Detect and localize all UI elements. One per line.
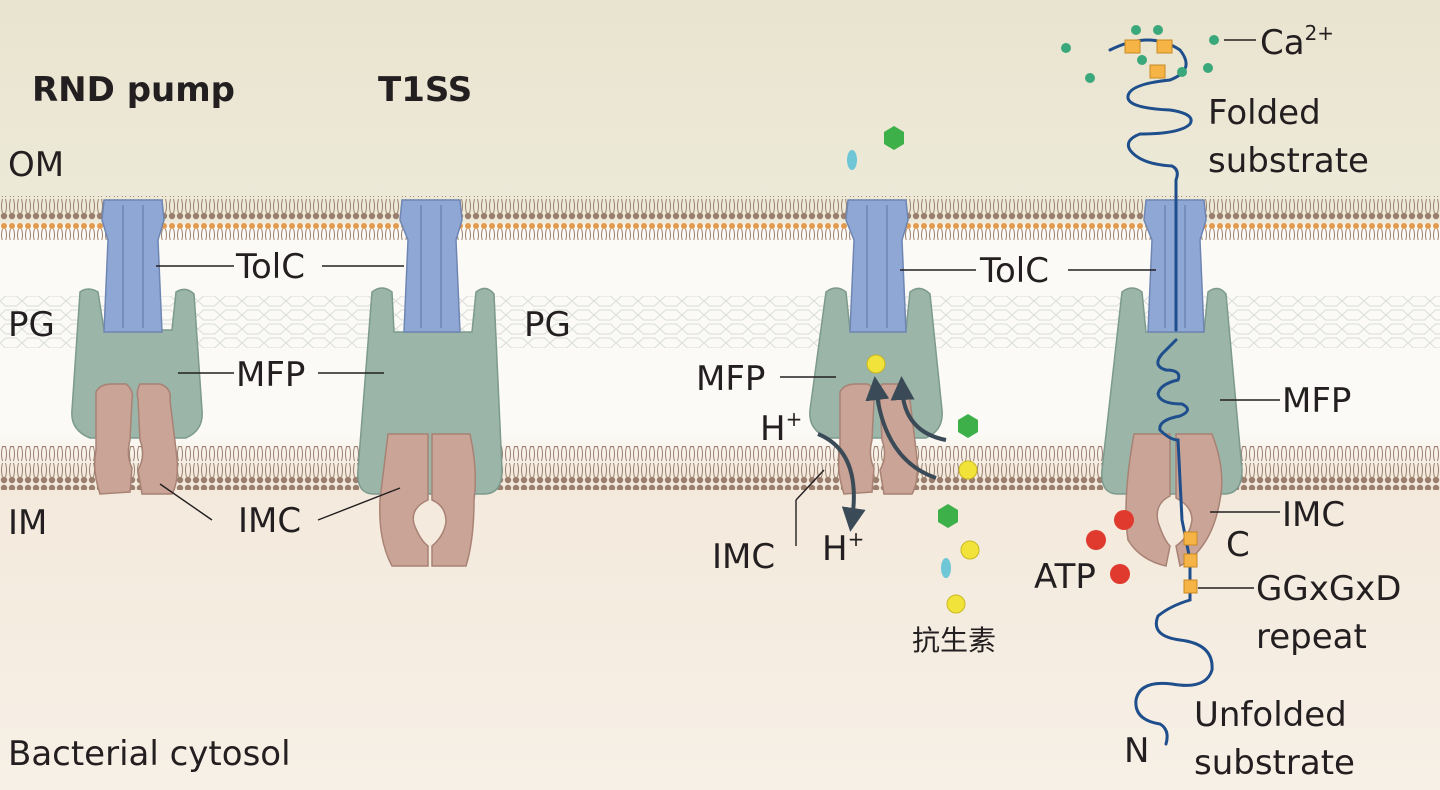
rnd-pump-complex [71,199,203,495]
antibiotic-label: 抗生素 [912,624,996,657]
imc-label-t1ss: IMC [1282,495,1345,535]
t1ss-title: T1SS [378,70,472,110]
imc-shape [93,383,134,495]
mfp-label-left: MFP [236,355,305,395]
transport-arrows [817,376,947,532]
cytosol-label: Bacterial cytosol [8,734,291,774]
ggxgxd-label-1: GGxGxD [1256,569,1401,609]
c-terminus-label: C [1226,525,1250,565]
mfp-label-t1ss: MFP [1282,381,1351,421]
pg-label-left: PG [8,305,55,345]
unfolded-substrate-label-1: Unfolded [1194,695,1347,735]
proton-out-label: H+ [822,527,864,569]
leader-lines [156,39,1280,589]
t1ss-complex-left [357,199,503,567]
pg-label-middle: PG [524,305,571,345]
tolc-label-left: TolC [235,247,305,287]
atp-label: ATP [1034,557,1096,597]
imc-label-left: IMC [238,501,301,541]
n-terminus-label: N [1124,731,1149,771]
om-label: OM [8,145,64,185]
imc-shape [379,433,429,567]
tolc-label-right: TolC [979,251,1049,291]
unfolded-substrate-label-2: substrate [1194,743,1355,783]
ggxgxd-repeat-boxes [1124,39,1198,594]
tolc-shape [101,199,165,333]
im-label: IM [8,503,47,543]
calcium-ions [1061,25,1219,83]
imc-shape [837,383,876,495]
ggxgxd-label-2: repeat [1256,617,1367,657]
mfp-label-rnd: MFP [696,359,765,399]
tolc-shape [845,199,909,333]
substrate-chain [1108,38,1214,746]
proton-in-label: H+ [760,407,802,449]
antibiotic-molecules [847,126,980,614]
imc-shape [1125,433,1171,567]
folded-substrate-label-2: substrate [1208,141,1369,181]
tolc-shape [399,199,463,333]
imc-label-rnd: IMC [712,537,775,577]
atp-molecules [1086,510,1134,584]
rnd-pump-title: RND pump [32,70,235,110]
folded-substrate-label-1: Folded [1208,93,1321,133]
outer-membrane [0,196,1440,240]
calcium-label: Ca2+ [1260,21,1334,63]
